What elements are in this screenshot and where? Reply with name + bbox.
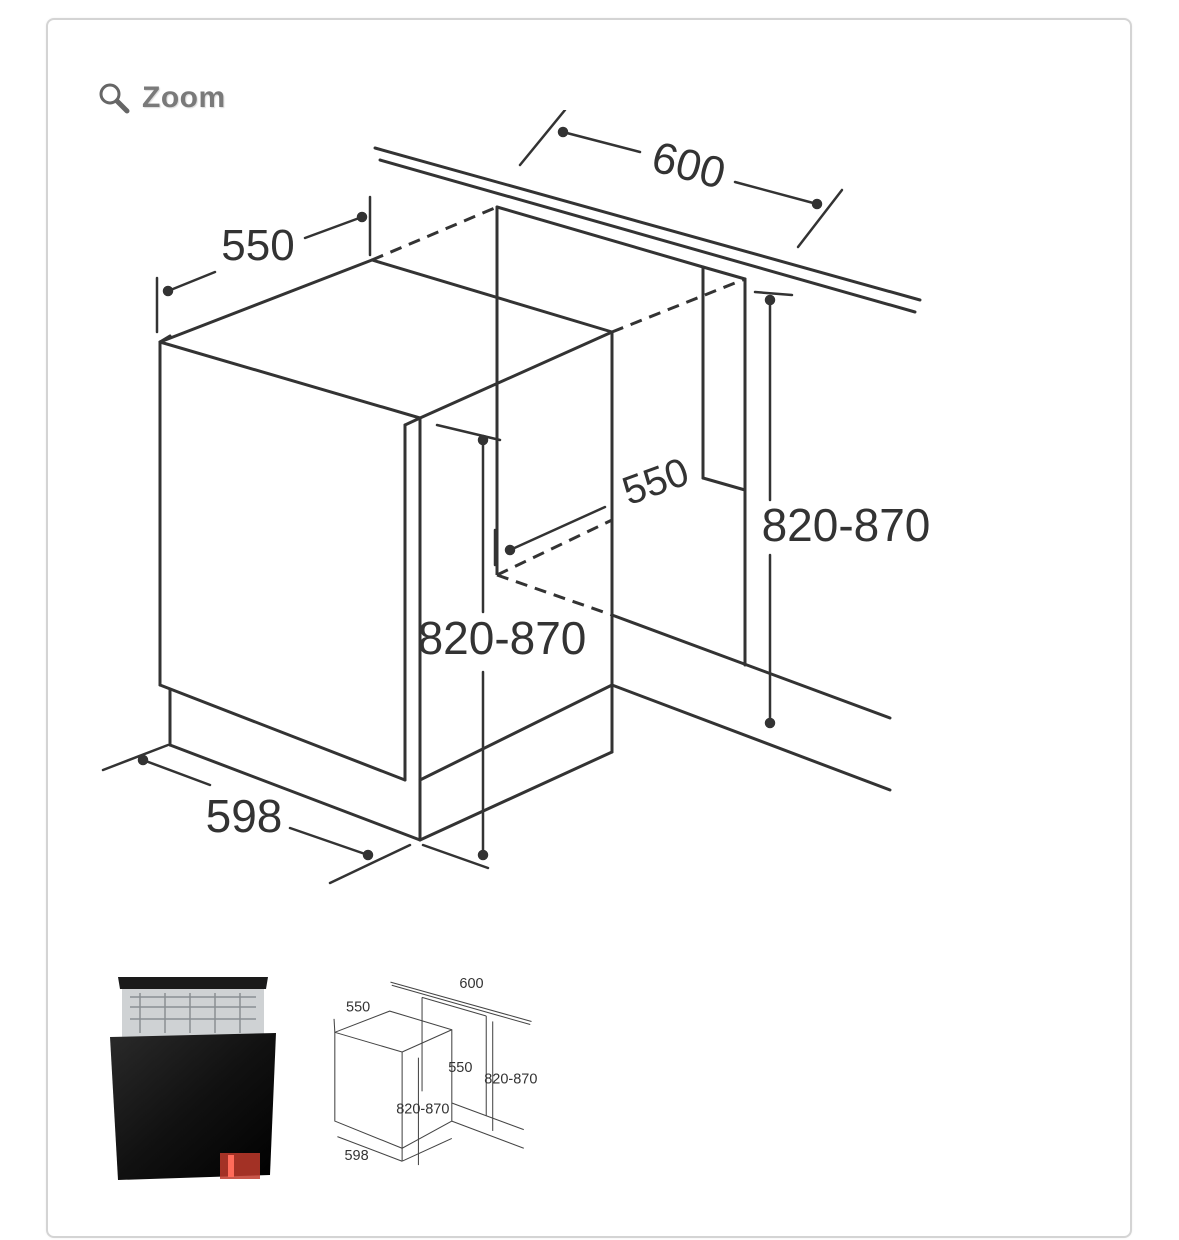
thumbnail-product-photo[interactable]	[110, 975, 280, 1185]
thumb-appliance-depth-label: 550	[346, 1000, 370, 1016]
dimension-diagram[interactable]: 600 550 550 820-870 820-870 598	[95, 110, 945, 900]
thumbnail-dimension-diagram[interactable]: 600 550 550 820-870 820-870 598	[318, 972, 538, 1177]
thumb-appliance-height-label: 820-870	[396, 1101, 449, 1117]
thumb-appliance-width-label: 598	[344, 1148, 368, 1164]
dishwasher-photo	[110, 977, 276, 1180]
appliance-height-label: 820-870	[418, 612, 587, 664]
niche-height-label: 820-870	[762, 499, 931, 551]
niche-depth-label: 550	[617, 450, 695, 514]
magnifier-icon	[99, 83, 130, 114]
appliance-width-label: 598	[206, 790, 283, 842]
appliance-depth-label: 550	[221, 221, 294, 270]
thumb-cabinet-width-label: 600	[459, 976, 483, 992]
zoom-button[interactable]: Zoom	[96, 80, 226, 116]
thumb-niche-depth-label: 550	[448, 1060, 472, 1076]
cabinet-width-label: 600	[647, 132, 731, 198]
thumb-niche-height-label: 820-870	[484, 1072, 537, 1088]
zoom-label: Zoom	[142, 81, 226, 114]
